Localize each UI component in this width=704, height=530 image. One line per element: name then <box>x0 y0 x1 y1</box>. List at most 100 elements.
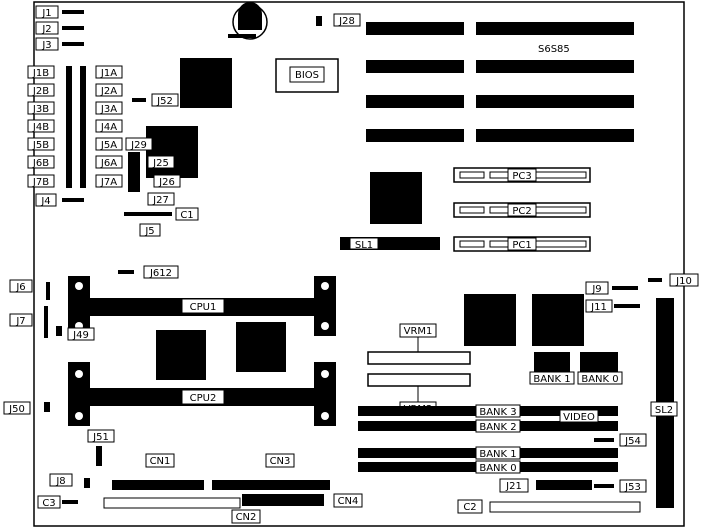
bios-chip: BIOS <box>275 58 339 93</box>
cpu2-slot: CPU2 <box>68 362 336 426</box>
pci-slot-pc2: PC2 <box>453 202 591 218</box>
tag-j54: J54 <box>619 433 647 447</box>
svg-text:J11: J11 <box>590 302 607 313</box>
cn1-label: CN1 <box>150 456 171 467</box>
svg-text:J54: J54 <box>624 436 641 447</box>
svg-text:J4B: J4B <box>32 122 49 133</box>
tag-j26: J26 <box>153 174 181 188</box>
svg-text:J9: J9 <box>591 284 601 295</box>
c2-connector: C2 <box>457 499 641 514</box>
pc3-label: PC3 <box>512 171 531 182</box>
right-chip-1 <box>464 294 516 346</box>
bank2-label: BANK 2 <box>479 422 516 433</box>
svg-text:J25: J25 <box>152 158 169 169</box>
sl1-label: SL1 <box>355 240 373 251</box>
tag-j5a: J5A <box>95 137 123 151</box>
tag-j53: J53 <box>619 479 647 493</box>
tag-j612: J612 <box>143 265 179 279</box>
cn2-label: CN2 <box>236 512 257 523</box>
pci-slot-pc1: PC1 <box>453 236 591 252</box>
tag-j4: J4 <box>35 193 57 207</box>
tag-j3a: J3A <box>95 101 123 115</box>
video-label: VIDEO <box>563 412 595 423</box>
dimm-rows: BANK 3 BANK 2 BANK 1 BANK 0 VIDEO <box>358 404 618 474</box>
tag-j1: J1 <box>35 5 59 19</box>
tag-j1a: J1A <box>95 65 123 79</box>
cn3-label: CN3 <box>270 456 291 467</box>
svg-text:J5B: J5B <box>32 140 49 151</box>
svg-text:J50: J50 <box>8 404 25 415</box>
svg-text:J10: J10 <box>675 276 692 287</box>
cn4-connector: CN4 <box>242 493 363 508</box>
svg-text:J4A: J4A <box>100 122 117 133</box>
pci-slot-pc3: PC3 <box>453 167 591 183</box>
chipset-mid <box>370 172 422 224</box>
bank3-label: BANK 3 <box>479 407 516 418</box>
pin-headers <box>44 10 662 504</box>
cn1-connector: CN1 <box>112 453 204 490</box>
tag-j2a: J2A <box>95 83 123 97</box>
svg-text:J5A: J5A <box>100 140 117 151</box>
svg-text:J3B: J3B <box>32 104 49 115</box>
tag-j29: J29 <box>125 137 153 151</box>
tag-j4a: J4A <box>95 119 123 133</box>
svg-text:J2B: J2B <box>32 86 49 97</box>
tag-j10: J10 <box>669 273 699 287</box>
svg-text:J7B: J7B <box>32 177 49 188</box>
tag-j5: J5 <box>139 223 161 237</box>
svg-text:J7: J7 <box>15 316 25 327</box>
svg-text:J1B: J1B <box>32 68 49 79</box>
svg-text:J6: J6 <box>15 282 25 293</box>
tag-j50: J50 <box>3 401 31 415</box>
tag-j6: J6 <box>9 279 33 293</box>
tag-j8: J8 <box>49 473 73 487</box>
tag-c3: C3 <box>37 495 61 509</box>
cpu-area-chip-1 <box>156 330 206 380</box>
svg-text:J28: J28 <box>338 16 355 27</box>
svg-text:J612: J612 <box>149 268 172 279</box>
slot-sl2: SL2 <box>650 298 678 508</box>
battery <box>228 2 268 40</box>
cn2-connector: CN2 <box>103 497 261 524</box>
slot-sl1: SL1 <box>340 237 440 251</box>
memory-bank-0-top: BANK 0 <box>577 352 623 385</box>
tag-j52: J52 <box>151 93 179 107</box>
svg-text:J3: J3 <box>41 40 51 51</box>
cn4-label: CN4 <box>338 496 359 507</box>
tag-j1b: J1B <box>27 65 55 79</box>
bank0-label: BANK 0 <box>479 463 516 474</box>
board-outline <box>33 1 685 527</box>
tag-j49: J49 <box>67 327 95 341</box>
j21-connector: J21 <box>499 478 592 493</box>
svg-text:J53: J53 <box>624 482 641 493</box>
svg-text:J8: J8 <box>55 476 65 487</box>
bank0-top-label: BANK 0 <box>581 374 618 385</box>
j21-label: J21 <box>505 481 522 492</box>
memory-bank-1-top: BANK 1 <box>529 352 575 385</box>
svg-text:J4: J4 <box>40 196 50 207</box>
svg-text:J2: J2 <box>41 24 51 35</box>
svg-text:C1: C1 <box>180 210 193 221</box>
cpu-area-chip-2 <box>236 322 286 372</box>
svg-text:J6B: J6B <box>32 158 49 169</box>
tag-j11: J11 <box>585 299 613 313</box>
tag-c1: C1 <box>175 207 199 221</box>
svg-text:J26: J26 <box>158 177 175 188</box>
svg-text:J52: J52 <box>156 96 173 107</box>
svg-text:J5: J5 <box>144 226 154 237</box>
bank1-label: BANK 1 <box>479 449 516 460</box>
tag-j6a: J6A <box>95 155 123 169</box>
svg-text:J7A: J7A <box>100 177 117 188</box>
right-chip-2 <box>532 294 584 346</box>
tag-j7b: J7B <box>27 174 55 188</box>
tag-j9: J9 <box>585 281 609 295</box>
tag-j6b: J6B <box>27 155 55 169</box>
svg-text:J49: J49 <box>72 330 89 341</box>
vrm1-label: VRM1 <box>404 326 433 337</box>
cpu2-label: CPU2 <box>190 393 217 404</box>
tag-j7: J7 <box>9 313 33 327</box>
cpu1-label: CPU1 <box>190 302 217 313</box>
c2-label: C2 <box>463 502 476 513</box>
sl2-label: SL2 <box>655 405 673 416</box>
